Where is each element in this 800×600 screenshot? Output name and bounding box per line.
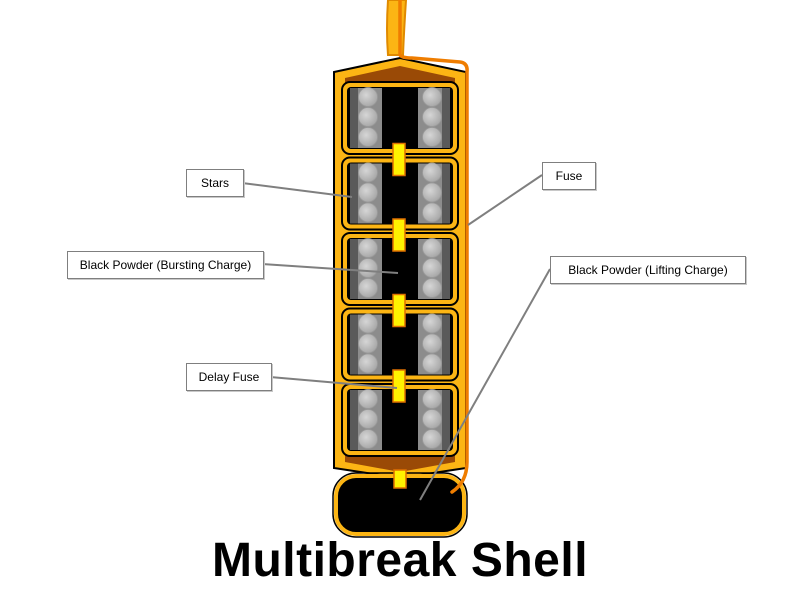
leader-lines (241, 174, 551, 501)
label-delay-fuse: Delay Fuse (186, 363, 272, 391)
burst-leader (261, 263, 399, 274)
star (422, 333, 442, 354)
star-column-shade (350, 390, 358, 450)
star (422, 107, 442, 127)
star (422, 127, 442, 147)
star (358, 87, 378, 107)
star-column-shade (350, 163, 358, 224)
star (358, 389, 378, 409)
star (422, 87, 442, 107)
star (422, 202, 442, 223)
star-column-shade (350, 239, 358, 299)
breaks-group (341, 81, 459, 457)
star (358, 107, 378, 127)
star (422, 258, 442, 278)
shell-hanger (386, 0, 408, 56)
delay-fuse (392, 142, 406, 177)
star (422, 353, 442, 374)
bottom-delay-fuse (393, 469, 407, 489)
bottom-cap (345, 454, 455, 472)
star (422, 238, 442, 258)
star-column-shade (442, 88, 450, 148)
star-column-shade (442, 390, 450, 450)
delay-fuse (392, 218, 406, 252)
star-column-shade (442, 163, 450, 224)
star-column-shade (442, 239, 450, 299)
label-lifting-charge: Black Powder (Lifting Charge) (550, 256, 746, 284)
label-stars: Stars (186, 169, 244, 197)
label-fuse: Fuse (542, 162, 596, 190)
star (358, 409, 378, 429)
label-bursting-charge: Black Powder (Bursting Charge) (67, 251, 264, 279)
star-column-shade (442, 314, 450, 375)
star (358, 353, 378, 374)
fuse-leader (467, 174, 543, 226)
star (358, 127, 378, 147)
star (422, 278, 442, 298)
star (422, 389, 442, 409)
delay-leader (269, 376, 398, 389)
delay-fuse (392, 369, 406, 403)
star (422, 162, 442, 183)
star (358, 333, 378, 354)
lift-leader (419, 268, 551, 501)
star (422, 182, 442, 203)
star-column-shade (350, 88, 358, 148)
star (358, 238, 378, 258)
top-cap (345, 66, 455, 84)
star (422, 313, 442, 334)
star (358, 202, 378, 223)
star (358, 162, 378, 183)
star (358, 313, 378, 334)
diagram-title: Multibreak Shell (211, 534, 589, 587)
star (358, 278, 378, 298)
star (358, 429, 378, 449)
star (422, 429, 442, 449)
main-fuse (398, 0, 469, 494)
star (358, 182, 378, 203)
star-column-shade (350, 314, 358, 375)
star (358, 258, 378, 278)
stars-leader (241, 182, 353, 198)
star (422, 409, 442, 429)
delay-fuse (392, 293, 406, 328)
